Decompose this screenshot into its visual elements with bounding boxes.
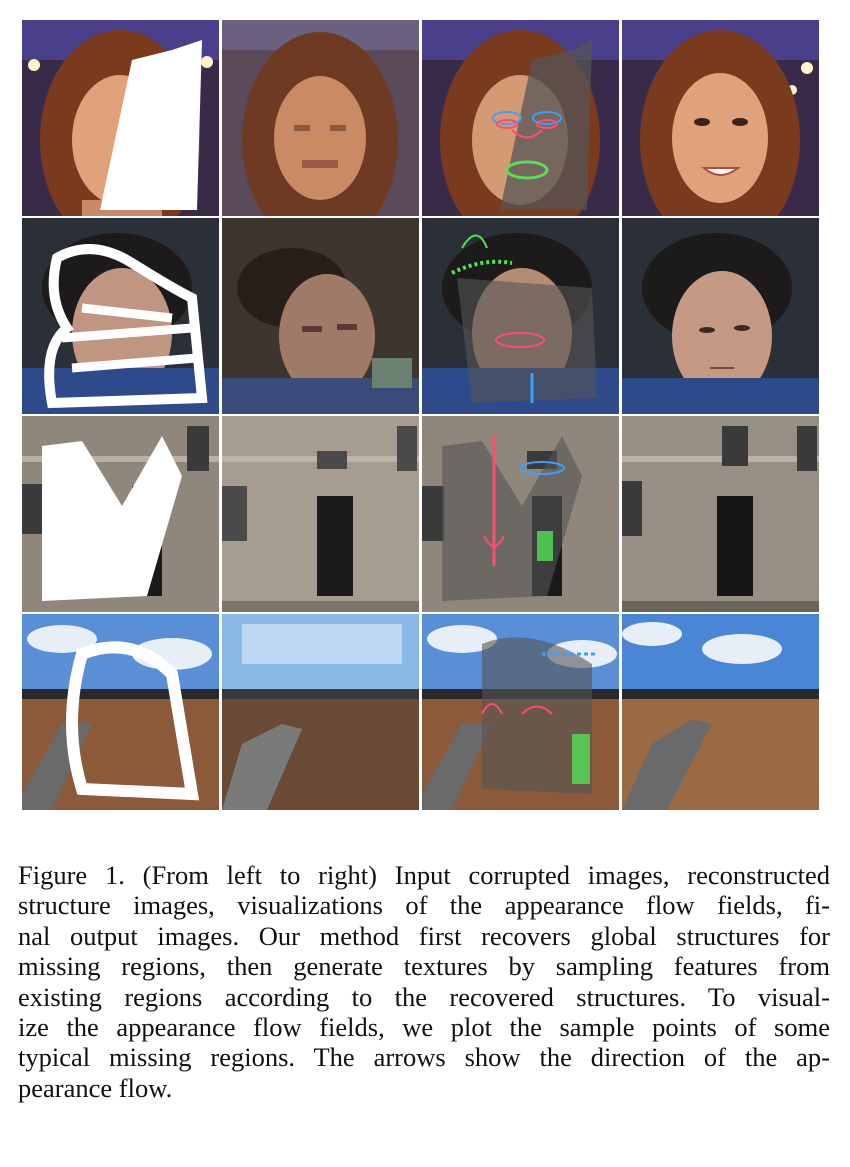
row2-output-image xyxy=(622,218,819,414)
row1-structure-image xyxy=(222,20,419,216)
figure-grid xyxy=(22,20,820,810)
row1-input-image xyxy=(22,20,219,216)
row3-structure-image xyxy=(222,416,419,612)
row4-output-image xyxy=(622,614,819,810)
row1-output-image xyxy=(622,20,819,216)
caption-line: nal output images. Our method first reco… xyxy=(18,920,830,951)
caption-line: existing regions according to the recove… xyxy=(18,981,830,1012)
row3-output-image xyxy=(622,416,819,612)
figure-caption: Figure 1. (From left to right) Input cor… xyxy=(18,860,830,1103)
caption-line: typical missing regions. The arrows show… xyxy=(18,1042,830,1073)
row2-input-image xyxy=(22,218,219,414)
row4-structure-image xyxy=(222,614,419,810)
caption-line: ize the appearance flow fields, we plot … xyxy=(18,1012,830,1043)
row2-flow-image xyxy=(422,218,619,414)
row3-input-image xyxy=(22,416,219,612)
row2-structure-image xyxy=(222,218,419,414)
caption-line: structure images, visualizations of the … xyxy=(18,890,830,921)
row4-flow-image xyxy=(422,614,619,810)
caption-line: Figure 1. (From left to right) Input cor… xyxy=(18,860,830,890)
caption-line: pearance flow. xyxy=(18,1072,173,1103)
row3-flow-image xyxy=(422,416,619,612)
row1-flow-image xyxy=(422,20,619,216)
row4-input-image xyxy=(22,614,219,810)
caption-line: missing regions, then generate textures … xyxy=(18,951,830,982)
